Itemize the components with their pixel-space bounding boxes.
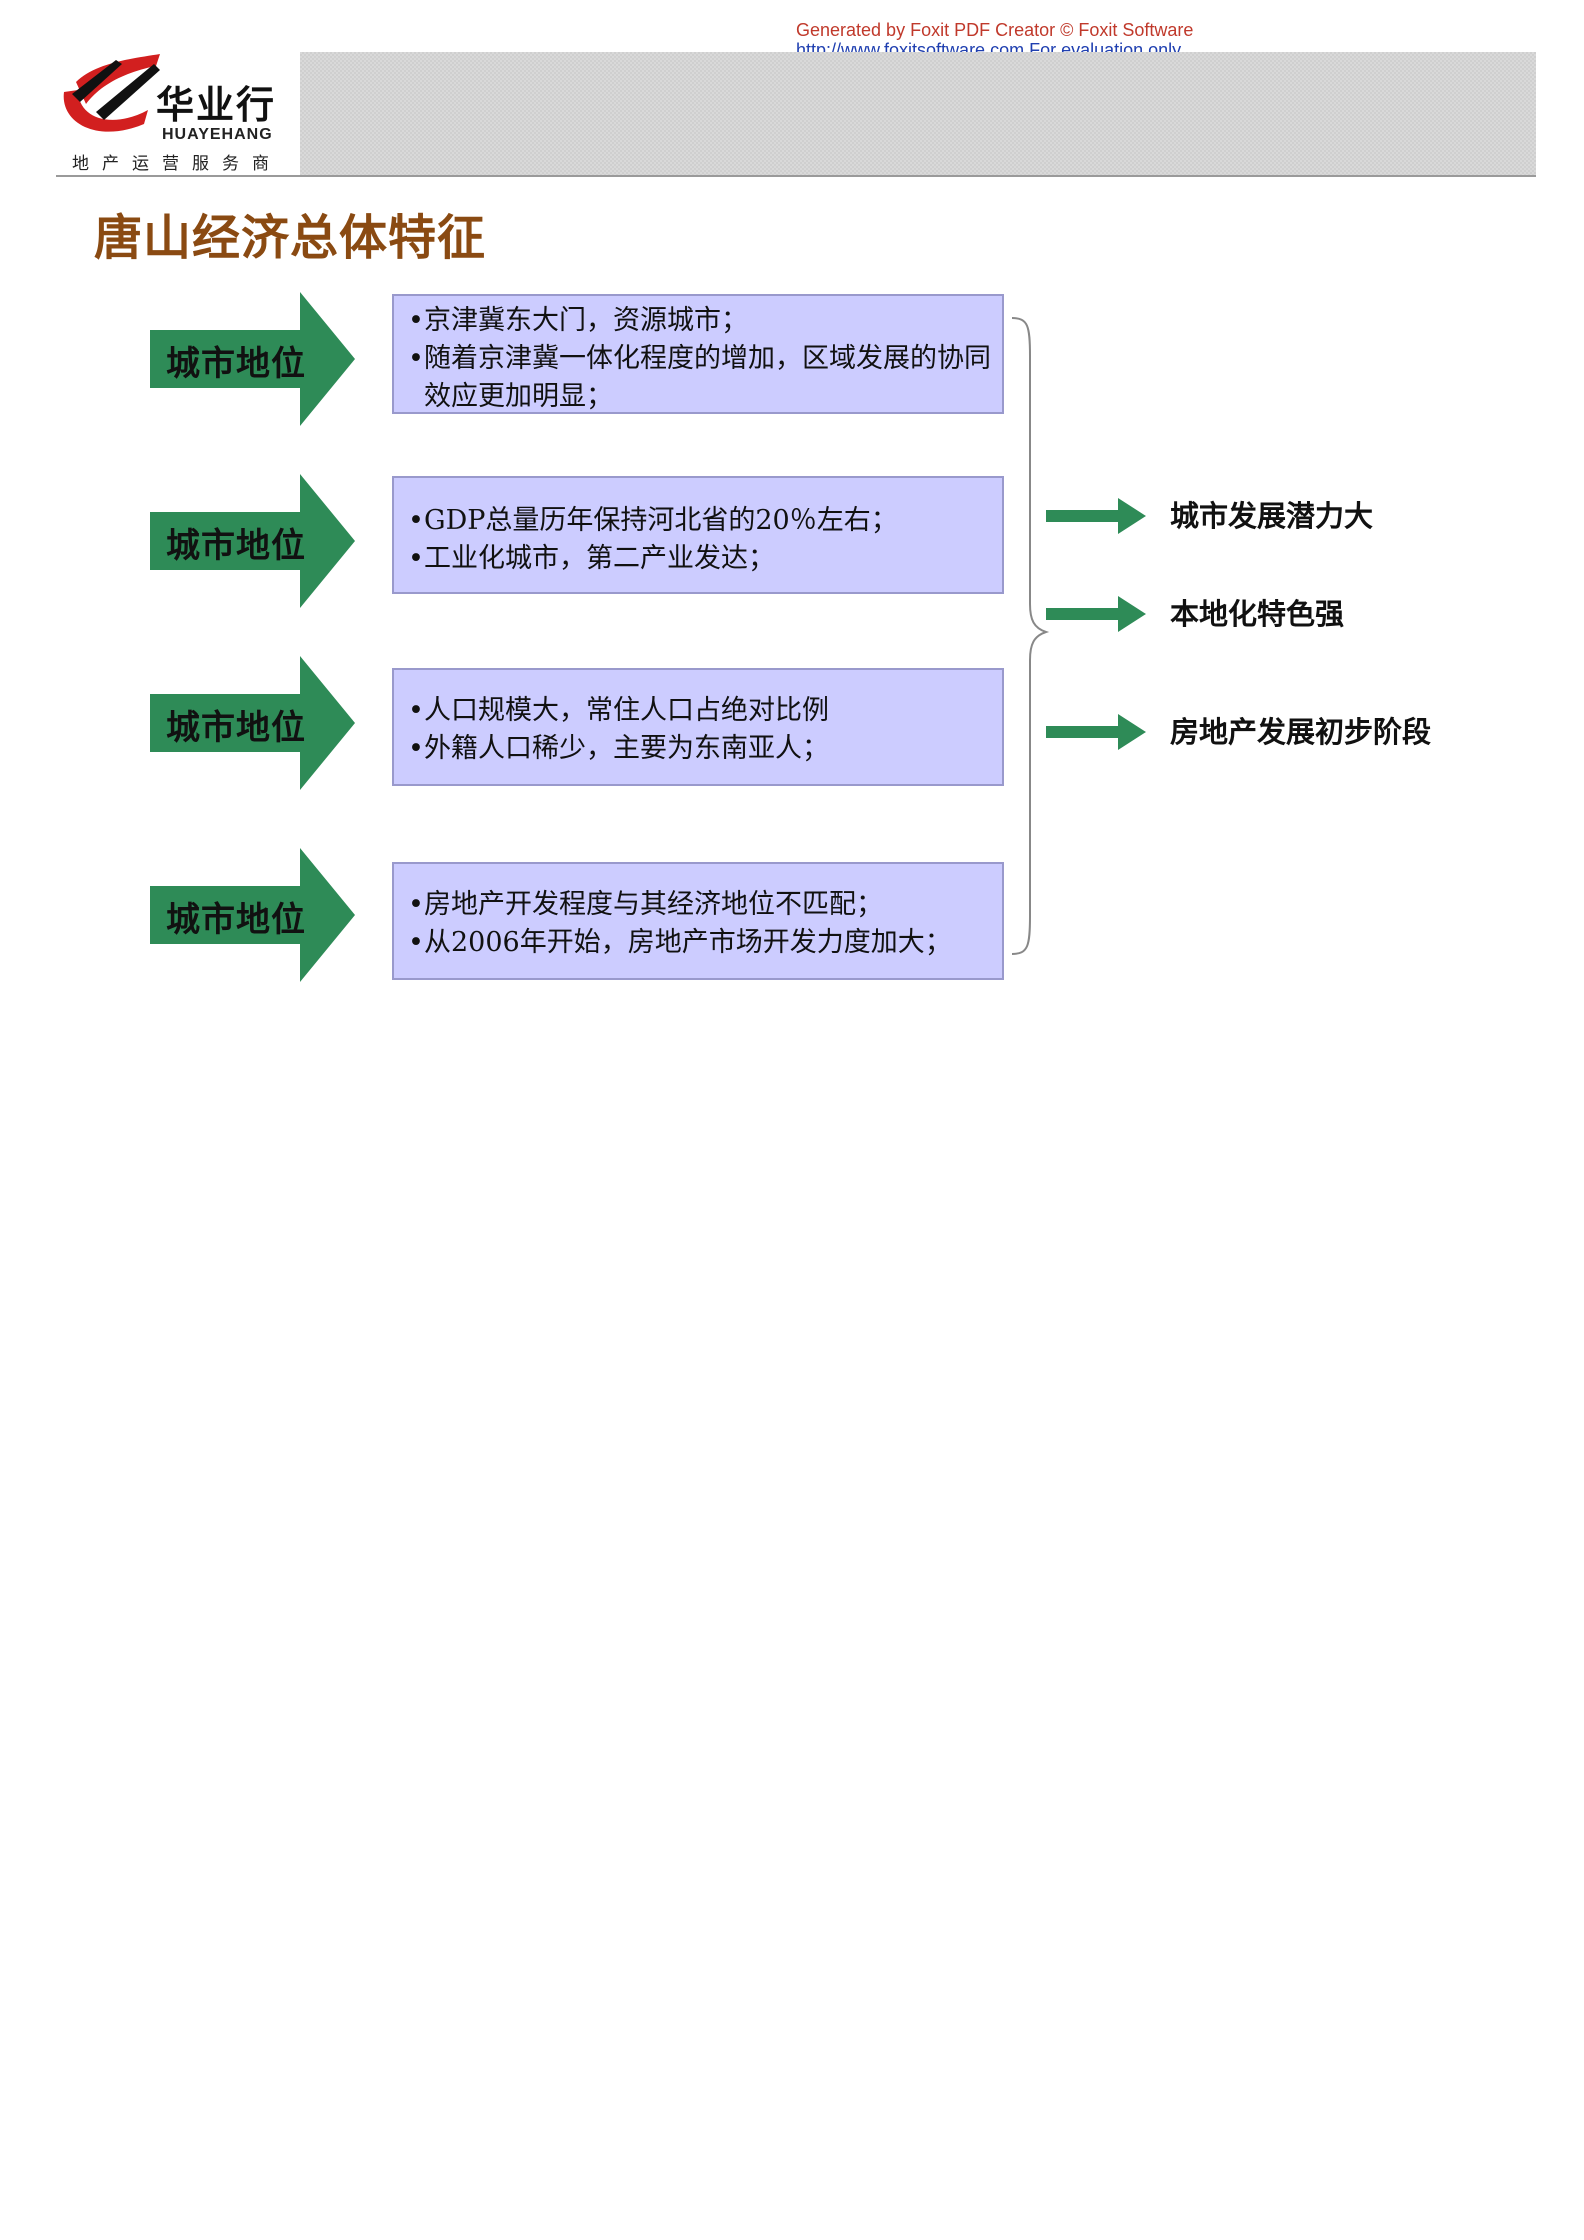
row-label-1: 城市地位 <box>166 344 306 384</box>
header-divider <box>56 175 1536 177</box>
row-arrow-2: 城市地位 <box>150 474 355 608</box>
row-label-2: 城市地位 <box>166 526 306 566</box>
outcome-arrow-icon <box>1046 498 1146 534</box>
right-brace-icon <box>1011 317 1050 955</box>
row-arrow-4: 城市地位 <box>150 848 355 982</box>
logo-name-cn: 华业行 <box>156 83 277 127</box>
feature-bullet: 外籍人口稀少，主要为东南亚人； <box>408 730 994 768</box>
outcome-arrow-icon <box>1046 714 1146 750</box>
feature-bullet: 人口规模大，常住人口占绝对比例 <box>408 692 994 730</box>
outcome-arrow-icon <box>1046 596 1146 632</box>
row-arrow-3: 城市地位 <box>150 656 355 790</box>
company-logo: 华业行 HUAYEHANG 地产运营服务商 <box>56 52 306 176</box>
outcome-label-1: 城市发展潜力大 <box>1170 499 1374 533</box>
row-arrow-1: 城市地位 <box>150 292 355 426</box>
page-title: 唐山经济总体特征 <box>94 210 487 266</box>
logo-tagline: 地产运营服务商 <box>72 154 282 174</box>
feature-bullet: 京津冀东大门，资源城市； <box>408 302 994 340</box>
block-arrow-icon <box>150 656 355 790</box>
outcome-label-3: 房地产发展初步阶段 <box>1170 715 1432 749</box>
feature-bullet: 工业化城市，第二产业发达； <box>408 540 994 578</box>
feature-bullet: 从2006年开始，房地产市场开发力度加大； <box>408 924 994 962</box>
feature-bullet: 房地产开发程度与其经济地位不匹配； <box>408 886 994 924</box>
feature-box-1: 京津冀东大门，资源城市； 随着京津冀一体化程度的增加，区域发展的协同效应更加明显… <box>392 294 1004 414</box>
block-arrow-icon <box>150 474 355 608</box>
block-arrow-icon <box>150 848 355 982</box>
feature-box-3: 人口规模大，常住人口占绝对比例 外籍人口稀少，主要为东南亚人； <box>392 668 1004 786</box>
logo-name-en: HUAYEHANG <box>162 126 273 143</box>
header-pattern-band <box>300 52 1536 176</box>
feature-box-4: 房地产开发程度与其经济地位不匹配； 从2006年开始，房地产市场开发力度加大； <box>392 862 1004 980</box>
row-label-3: 城市地位 <box>166 708 306 748</box>
watermark-line-1: Generated by Foxit PDF Creator © Foxit S… <box>796 20 1194 40</box>
block-arrow-icon <box>150 292 355 426</box>
feature-bullet: GDP总量历年保持河北省的20％左右； <box>408 502 994 540</box>
feature-box-2: GDP总量历年保持河北省的20％左右； 工业化城市，第二产业发达； <box>392 476 1004 594</box>
logo-mark-icon <box>63 54 160 132</box>
row-label-4: 城市地位 <box>166 900 306 940</box>
outcome-label-2: 本地化特色强 <box>1170 597 1345 631</box>
feature-bullet: 随着京津冀一体化程度的增加，区域发展的协同效应更加明显； <box>408 340 994 416</box>
